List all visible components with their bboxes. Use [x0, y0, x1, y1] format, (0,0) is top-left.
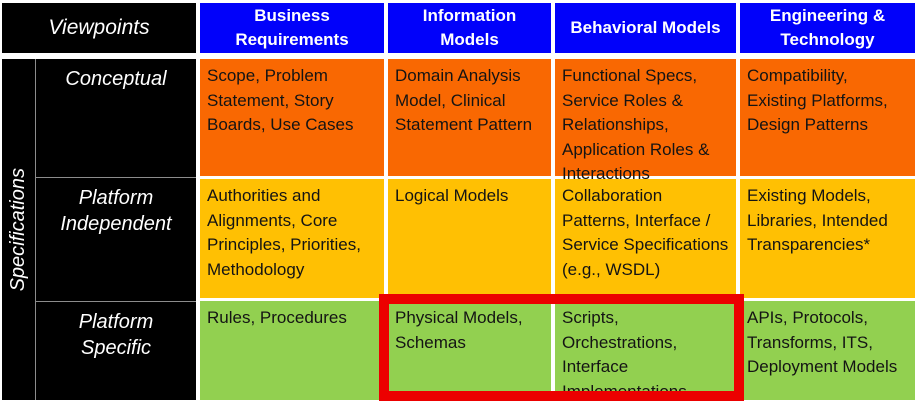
viewpoints-label: Viewpoints [48, 16, 150, 39]
column-header-behavioral-models: Behavioral Models [555, 3, 736, 53]
row-label-conceptual: Conceptual [36, 59, 196, 178]
cell-platform-specific-business-requirements: Rules, Procedures [200, 301, 384, 400]
row-label-platform-specific: Platform Specific [78, 311, 154, 359]
row-label-platform-independent: Platform Independent [36, 178, 196, 302]
cell-platform-specific-information-models: Physical Models, Schemas [388, 301, 551, 400]
column-header-engineering-technology: Engineering & Technology [740, 3, 915, 53]
row-label-panel: Specifications Conceptual Platform Indep… [2, 59, 196, 400]
column-header-business-requirements: Business Requirements [200, 3, 384, 53]
cell-conceptual-business-requirements: Scope, Problem Statement, Story Boards, … [200, 59, 384, 176]
cell-platform-independent-engineering-technology: Existing Models, Libraries, Intended Tra… [740, 179, 915, 298]
cell-platform-specific-engineering-technology: APIs, Protocols, Transforms, ITS, Deploy… [740, 301, 915, 400]
cell-platform-independent-behavioral-models: Collaboration Patterns, Interface / Serv… [555, 179, 736, 298]
cell-conceptual-information-models: Domain Analysis Model, Clinical Statemen… [388, 59, 551, 176]
cell-platform-independent-information-models: Logical Models [388, 179, 551, 298]
row-labels-column: Conceptual Platform Independent Platform… [36, 59, 196, 400]
specifications-side-bar: Specifications [2, 59, 36, 400]
cell-platform-independent-business-requirements: Authorities and Alignments, Core Princip… [200, 179, 384, 298]
specifications-vertical-label: Specifications [7, 167, 29, 292]
column-header-information-models: Information Models [388, 3, 551, 53]
cell-platform-specific-behavioral-models: Scripts, Orchestrations, Interface Imple… [555, 301, 736, 401]
viewpoints-corner-cell: Viewpoints [2, 3, 196, 53]
cell-conceptual-engineering-technology: Compatibility, Existing Platforms, Desig… [740, 59, 915, 176]
cell-conceptual-behavioral-models: Functional Specs, Service Roles & Relati… [555, 59, 736, 183]
